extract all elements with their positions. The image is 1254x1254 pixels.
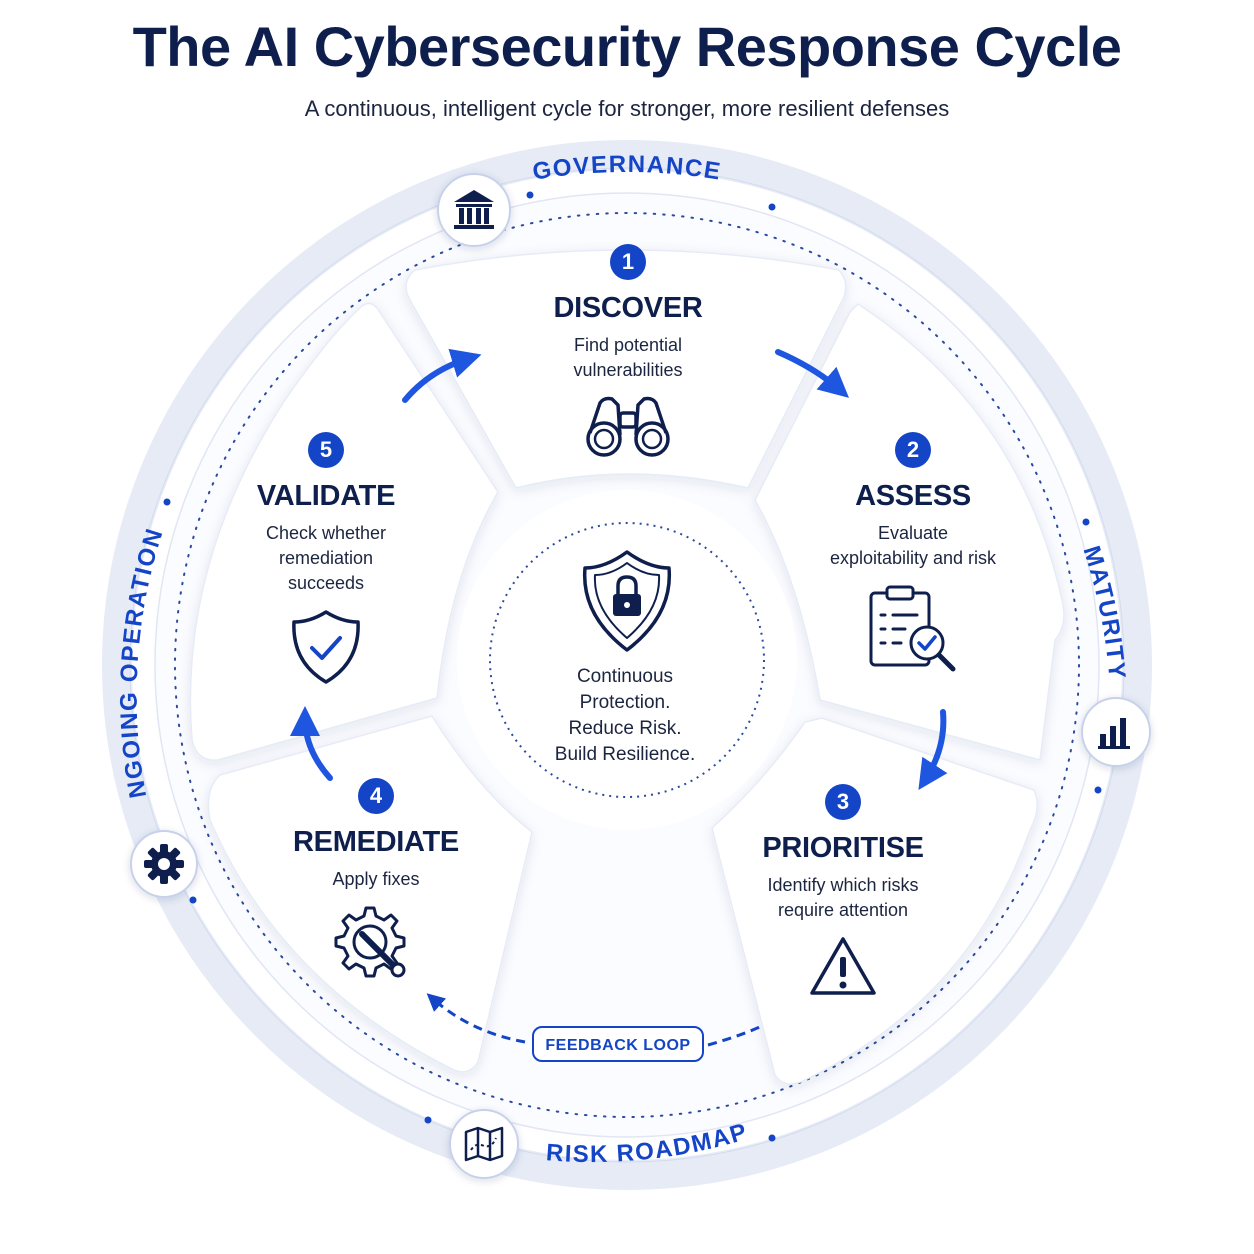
binoculars-icon bbox=[586, 396, 670, 457]
step-description: Evaluate exploitability and risk bbox=[829, 523, 997, 568]
step-title: ASSESS bbox=[855, 480, 971, 512]
arrow-discover-to-assess bbox=[775, 349, 850, 398]
center-dotted-circle bbox=[489, 522, 765, 798]
step-number-badge: 1 bbox=[610, 244, 646, 280]
svg-text:ONGOING OPERATIONS: ONGOING OPERATIONS bbox=[0, 0, 169, 800]
arrow-assess-to-prioritise bbox=[918, 709, 948, 791]
arrow-remediate-to-validate bbox=[290, 706, 333, 781]
shield-lock-icon bbox=[582, 550, 672, 652]
panel-assess bbox=[754, 303, 1065, 761]
center-hub bbox=[457, 490, 797, 830]
page-subtitle: A continuous, intelligent cycle for stro… bbox=[304, 96, 950, 121]
center-message: Continuous Protection. Reduce Risk. Buil… bbox=[515, 664, 735, 768]
step-description: Apply fixes bbox=[332, 869, 420, 889]
panel-prioritise bbox=[711, 717, 1038, 1085]
arrow-validate-to-discover bbox=[402, 348, 482, 403]
feedback-loop-line bbox=[426, 993, 526, 1044]
dotted-ring bbox=[174, 212, 1080, 1118]
center-line: Build Resilience. bbox=[554, 744, 696, 765]
step-validate: 5 VALIDATE Check whether remediation suc… bbox=[206, 432, 446, 686]
feedback-loop-line-right bbox=[707, 1024, 763, 1047]
step-title: VALIDATE bbox=[256, 480, 396, 512]
panel-validate bbox=[189, 302, 499, 761]
clipboard-magnifier-icon bbox=[869, 585, 956, 672]
feedback-loop-label: FEEDBACK LOOP bbox=[532, 1026, 704, 1062]
center-line: Reduce Risk. bbox=[568, 718, 682, 739]
step-number-badge: 4 bbox=[358, 778, 394, 814]
bar-chart-icon bbox=[1081, 697, 1151, 767]
step-prioritise: 3 PRIORITISE Identify which risks requir… bbox=[723, 784, 963, 997]
step-description: Check whether remediation succeeds bbox=[265, 523, 387, 593]
step-title: REMEDIATE bbox=[293, 826, 459, 858]
map-icon bbox=[449, 1109, 519, 1179]
step-title: DISCOVER bbox=[553, 292, 703, 324]
step-description: Find potential vulnerabilities bbox=[573, 335, 683, 380]
page-title: The AI Cybersecurity Response Cycle bbox=[132, 15, 1122, 78]
panel-remediate bbox=[207, 715, 533, 1073]
step-discover: 1 DISCOVER Find potential vulnerabilitie… bbox=[508, 244, 748, 457]
center-line: Protection. bbox=[579, 692, 671, 713]
center-line: Continuous bbox=[576, 666, 674, 687]
step-number-badge: 3 bbox=[825, 784, 861, 820]
step-assess: 2 ASSESS Evaluate exploitability and ris… bbox=[793, 432, 1033, 673]
step-title: PRIORITISE bbox=[762, 832, 924, 864]
step-remediate: 4 REMEDIATE Apply fixes bbox=[256, 778, 496, 980]
gear-icon bbox=[130, 830, 198, 898]
warning-icon bbox=[810, 937, 876, 995]
gear-wrench-icon bbox=[334, 906, 406, 978]
outer-ring bbox=[102, 140, 1152, 1190]
bank-icon bbox=[437, 173, 511, 247]
ring-label-ongoing-operations: ONGOING OPERATIONS bbox=[0, 0, 167, 800]
step-description: Identify which risks require attention bbox=[767, 875, 919, 920]
step-number-badge: 5 bbox=[308, 432, 344, 468]
step-number-badge: 2 bbox=[895, 432, 931, 468]
panel-discover bbox=[405, 249, 847, 489]
ring-label-governance: GOVERNANCE bbox=[531, 151, 722, 186]
shield-check-icon bbox=[292, 610, 360, 684]
svg-text:GOVERNANCE: GOVERNANCE bbox=[531, 151, 724, 186]
